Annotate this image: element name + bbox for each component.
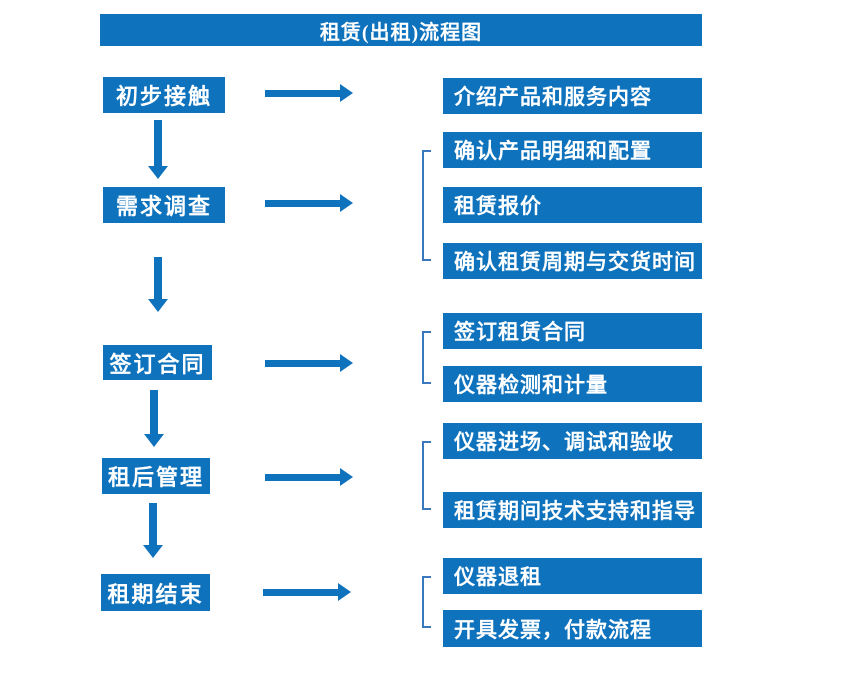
step-label: 签订合同 [109,351,206,377]
step-label: 需求调查 [115,194,212,219]
detail-label: 仪器进场、调试和验收 [454,430,674,454]
detail-label: 确认租赁周期与交货时间 [454,250,696,274]
flowchart-title-bar: 租赁(出租)流程图 [100,14,702,46]
detail-label: 确认产品明细和配置 [454,139,652,163]
step-label: 初步接触 [115,84,212,109]
detail-box-introduce-products: 介绍产品和服务内容 [443,78,702,114]
down-arrow-icon [148,120,168,179]
detail-box-sign-rental-contract: 签订租赁合同 [443,313,702,349]
detail-label: 开具发票，付款流程 [454,617,652,642]
detail-label: 仪器检测和计量 [454,373,608,397]
detail-box-instrument-testing: 仪器检测和计量 [443,366,702,402]
down-arrow-icon [148,257,168,312]
group-bracket [422,150,431,261]
detail-label: 签订租赁合同 [454,320,586,344]
step-box-rental-end: 租期结束 [101,574,210,611]
step-box-post-rental-management: 租后管理 [102,458,210,494]
right-arrow-icon [263,583,351,601]
step-box-demand-survey: 需求调查 [103,187,225,223]
detail-label: 租赁报价 [454,194,542,218]
detail-box-tech-support: 租赁期间技术支持和指导 [443,492,702,528]
detail-label: 仪器退租 [454,565,542,589]
step-label: 租期结束 [107,581,204,607]
right-arrow-icon [265,194,353,212]
group-bracket [422,576,431,628]
detail-box-invoice-payment: 开具发票，付款流程 [443,610,702,647]
detail-box-instrument-return: 仪器退租 [443,558,702,594]
detail-label: 介绍产品和服务内容 [454,85,652,109]
detail-box-instrument-setup-acceptance: 仪器进场、调试和验收 [443,423,702,459]
detail-box-rental-quote: 租赁报价 [443,187,702,223]
right-arrow-icon [265,468,353,486]
group-bracket [422,441,431,510]
step-box-initial-contact: 初步接触 [103,77,225,113]
down-arrow-icon [143,503,163,558]
detail-box-confirm-rental-period: 确认租赁周期与交货时间 [443,243,702,279]
detail-box-confirm-product-details: 确认产品明细和配置 [443,132,702,168]
step-box-sign-contract: 签订合同 [103,345,212,380]
down-arrow-icon [144,390,164,447]
step-label: 租后管理 [107,465,204,490]
right-arrow-icon [265,84,353,102]
detail-label: 租赁期间技术支持和指导 [454,499,696,523]
flowchart-title: 租赁(出租)流程图 [319,21,483,44]
right-arrow-icon [265,354,353,372]
group-bracket [422,331,431,384]
